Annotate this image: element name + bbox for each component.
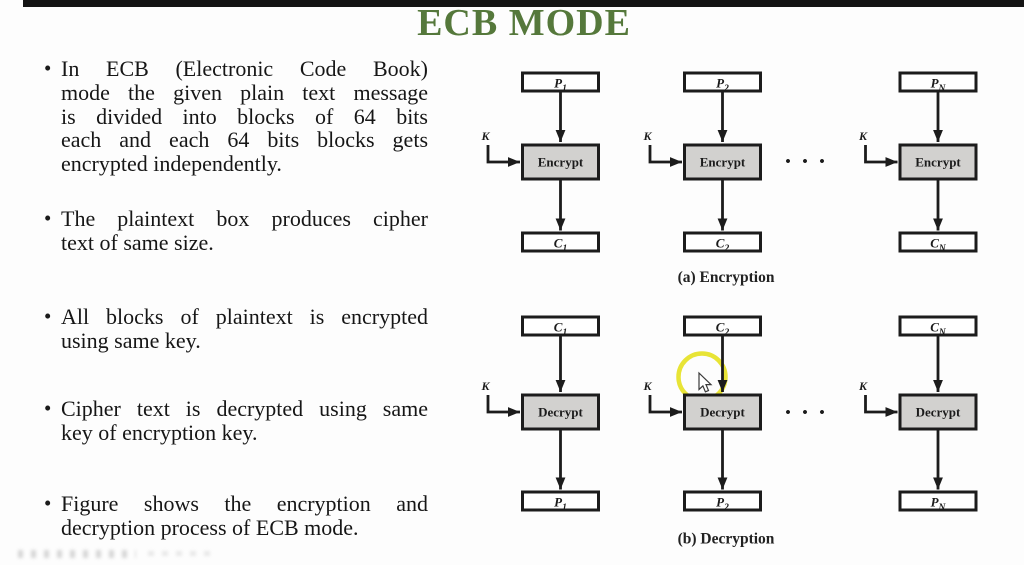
encryption-caption: (a) Encryption [678,269,775,286]
bullet-text-line: Cipher text is decrypted using same [61,396,428,421]
ciphertext-box-n [898,231,978,253]
key-label: K [481,379,491,393]
bullet-marker: • [44,206,52,230]
key-arrow [864,145,898,167]
bullet-text-line: using same key. [61,327,201,353]
bullet-text-line: The plaintext box produces cipher [61,206,428,231]
bullet-text-line: text of same size. [61,229,214,255]
key-label: K [643,129,653,143]
key-label: K [481,129,491,143]
artifact-smudge [18,550,136,558]
decrypt-label-n: Decrypt [916,405,961,420]
ciphertext-label-1: C1 [554,320,567,339]
key-arrow [864,395,898,417]
ciphertext-label-n: CN [930,320,947,339]
decrypt-box-n [898,393,978,431]
bullet-item-3: • All blocks of plaintext is encrypted u… [44,304,428,353]
ciphertext-box-2 [683,315,762,337]
encrypt-label-2: Encrypt [700,155,746,170]
artifact-smudge [148,551,210,556]
bullet-item-2: • The plaintext box produces cipher text… [44,206,428,255]
plaintext-label-2: P2 [716,76,729,95]
ciphertext-label-2: C2 [716,320,730,339]
plaintext-label-1: P1 [554,76,567,95]
key-label: K [858,379,868,393]
key-label: K [643,379,653,393]
bullet-item-4: • Cipher text is decrypted using same ke… [44,396,428,445]
bullet-text-line: each and each 64 bits blocks gets [61,127,428,153]
decryption-caption: (b) Decryption [678,531,775,548]
plaintext-label-1: P1 [554,495,567,514]
encrypt-box-1 [521,143,600,181]
plaintext-box-2 [683,490,762,512]
ciphertext-label-1: C1 [554,236,567,255]
plaintext-box-n [898,490,978,512]
bullet-text-line: All blocks of plaintext is encrypted [61,304,428,329]
plaintext-box-2 [683,71,762,93]
key-label: K [858,129,868,143]
key-arrow [486,395,520,417]
plaintext-label-n: PN [931,76,947,95]
ciphertext-box-n [898,315,978,337]
ciphertext-label-n: CN [930,236,947,255]
bullet-text-line: is divided into blocks of 64 bits [61,103,428,129]
decrypt-label-1: Decrypt [538,405,583,420]
bullet-text-line: Figure shows the encryption and [61,491,428,516]
key-arrow [486,145,520,167]
key-arrow [648,145,682,167]
ellipsis-dots: • • • [785,405,828,421]
ciphertext-box-1 [521,231,600,253]
bullet-text-line: encrypted independently. [61,151,282,177]
decrypt-box-1 [521,393,600,431]
bullet-text-line: mode the given plain text message [61,79,428,105]
plaintext-label-n: PN [931,495,947,514]
ciphertext-label-2: C2 [716,236,730,255]
bullet-marker: • [44,491,52,515]
plaintext-box-1 [521,490,600,512]
plaintext-label-2: P2 [716,495,729,514]
mouse-cursor [698,371,713,393]
bullet-text-line: In ECB (Electronic Code Book) [61,56,428,81]
encrypt-box-n [898,143,978,181]
bullet-marker: • [44,304,52,328]
encrypt-box-2 [683,143,762,181]
decrypt-box-2 [683,393,762,431]
bullet-text-line: decryption process of ECB mode. [61,514,359,540]
bullet-item-5: • Figure shows the encryption and decryp… [44,491,428,540]
key-arrow [648,395,682,417]
decrypt-label-2: Decrypt [700,405,745,420]
decryption-diagram: C1 Decrypt P1 K C2 Decrypt P2 K • • • [481,315,978,548]
bullet-marker: • [44,56,52,80]
encrypt-label-n: Encrypt [915,155,961,170]
bullet-marker: • [44,396,52,420]
encryption-diagram: P1 Encrypt C1 K P2 Encrypt C2 K • • • [481,71,978,286]
top-border-bar [23,0,1024,7]
plaintext-box-1 [521,71,600,93]
bullet-text-line: key of encryption key. [61,419,258,445]
ciphertext-box-2 [683,231,762,253]
plaintext-box-n [898,71,978,93]
ciphertext-box-1 [521,315,600,337]
ellipsis-dots: • • • [785,154,828,170]
encrypt-label-1: Encrypt [538,155,584,170]
page-title: ECB MODE [417,2,631,44]
bullet-item-1: • In ECB (Electronic Code Book) mode the… [44,56,428,177]
